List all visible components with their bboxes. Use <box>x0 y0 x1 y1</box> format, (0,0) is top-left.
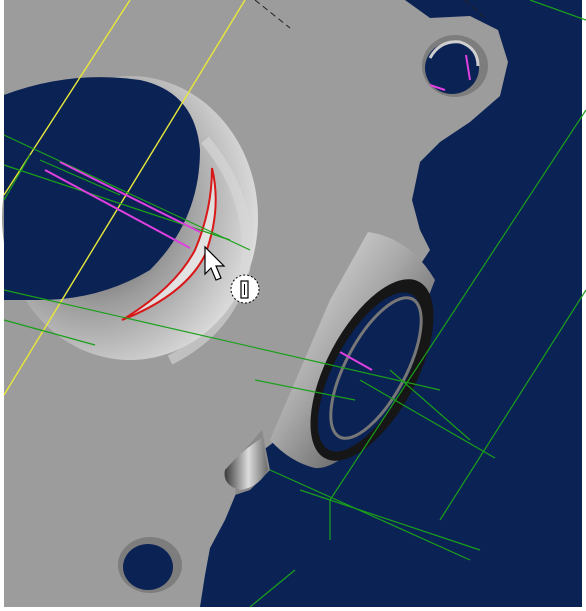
hole-top-edge <box>428 40 480 67</box>
boss-inner-edge <box>329 296 423 440</box>
mounting-hole-top[interactable] <box>425 42 479 94</box>
mounting-hole-bottom[interactable] <box>123 544 173 590</box>
arrow-cursor-icon <box>204 245 226 281</box>
bore-opening <box>4 77 200 300</box>
construction-lines-green <box>3 0 586 608</box>
hidden-lines <box>254 0 486 29</box>
selection-filter-icon <box>230 274 260 304</box>
sketch-lines-magenta <box>44 54 471 371</box>
bore-rim-highlight <box>167 136 252 365</box>
mouse-cursor <box>204 245 260 304</box>
boss-bore[interactable] <box>297 277 443 466</box>
boss-side <box>224 438 268 490</box>
